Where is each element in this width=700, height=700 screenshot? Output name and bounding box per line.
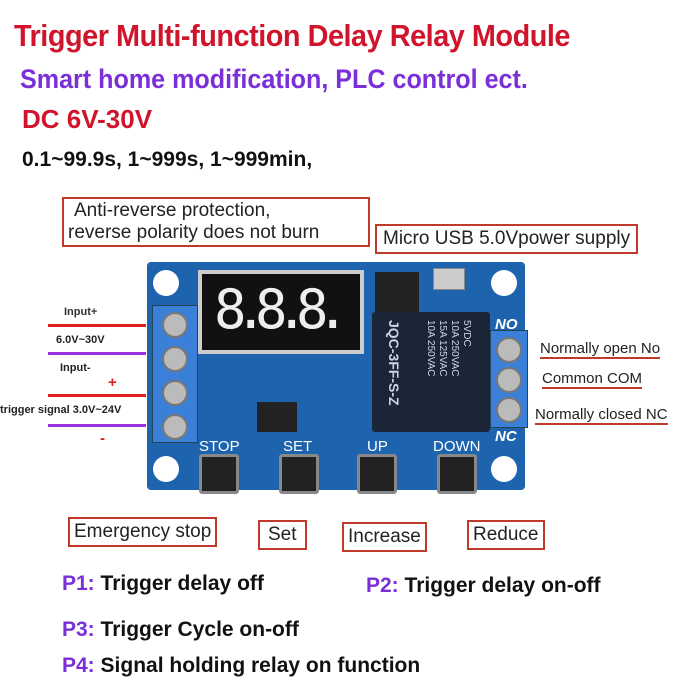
- minus-label: -: [100, 430, 105, 447]
- voltage: DC 6V-30V: [22, 104, 153, 134]
- relay-model: JQC-3FF-S-Z: [386, 320, 402, 406]
- down-button[interactable]: [437, 454, 477, 494]
- output-terminal: [490, 330, 528, 428]
- mount-hole: [491, 270, 517, 296]
- trigger-label: trigger signal 3.0V~24V: [0, 404, 122, 416]
- arrow-icon: [48, 352, 146, 355]
- emergency-stop-label: Emergency stop: [68, 517, 218, 547]
- callout-line: Anti-reverse protection,: [74, 200, 271, 221]
- input-terminal: [152, 305, 198, 443]
- mode-p2: P2: Trigger delay on-off: [366, 574, 601, 597]
- normally-closed-label: Normally closed NC: [535, 406, 668, 425]
- mode-p1: P1: Trigger delay off: [62, 572, 264, 595]
- usb-port: [433, 268, 465, 290]
- subtitle: Smart home modification, PLC control ect…: [20, 64, 528, 94]
- arrow-icon: [48, 324, 146, 327]
- callout-line: reverse polarity does not burn: [68, 222, 320, 243]
- mount-hole: [153, 456, 179, 482]
- title: Trigger Multi-function Delay Relay Modul…: [14, 18, 570, 53]
- set-marking: SET: [283, 438, 313, 455]
- display-digits: 8.8.8.: [214, 278, 349, 341]
- arrow-icon: [48, 424, 146, 427]
- increase-label: Increase: [342, 522, 427, 552]
- led-display: 8.8.8.: [198, 270, 364, 354]
- set-label: Set: [258, 520, 307, 550]
- nc-marking: NC: [495, 428, 517, 445]
- up-marking: UP: [367, 438, 388, 455]
- plus-label: +: [108, 374, 117, 391]
- ic-chip: [257, 402, 297, 432]
- mode-p3: P3: Trigger Cycle on-off: [62, 618, 299, 641]
- mount-hole: [153, 270, 179, 296]
- arrow-icon: [48, 394, 146, 397]
- reduce-label: Reduce: [467, 520, 545, 550]
- mode-p4: P4: Signal holding relay on function: [62, 654, 421, 677]
- common-label: Common COM: [542, 370, 643, 389]
- stop-marking: STOP: [199, 438, 240, 455]
- no-marking: NO: [495, 316, 518, 333]
- anti-reverse-callout: Anti-reverse protection, reverse polarit…: [62, 197, 370, 247]
- input-plus-label: Input+: [64, 306, 98, 318]
- input-minus-label: Input-: [60, 362, 91, 374]
- normally-open-label: Normally open No: [540, 340, 661, 359]
- set-button[interactable]: [279, 454, 319, 494]
- input-range-label: 6.0V~30V: [56, 334, 105, 346]
- down-marking: DOWN: [433, 438, 481, 455]
- usb-callout: Micro USB 5.0Vpower supply: [375, 224, 639, 254]
- up-button[interactable]: [357, 454, 397, 494]
- mount-hole: [491, 456, 517, 482]
- regulator-chip: [375, 272, 419, 312]
- stop-button[interactable]: [199, 454, 239, 494]
- time-ranges: 0.1~99.9s, 1~999s, 1~999min,: [22, 148, 313, 171]
